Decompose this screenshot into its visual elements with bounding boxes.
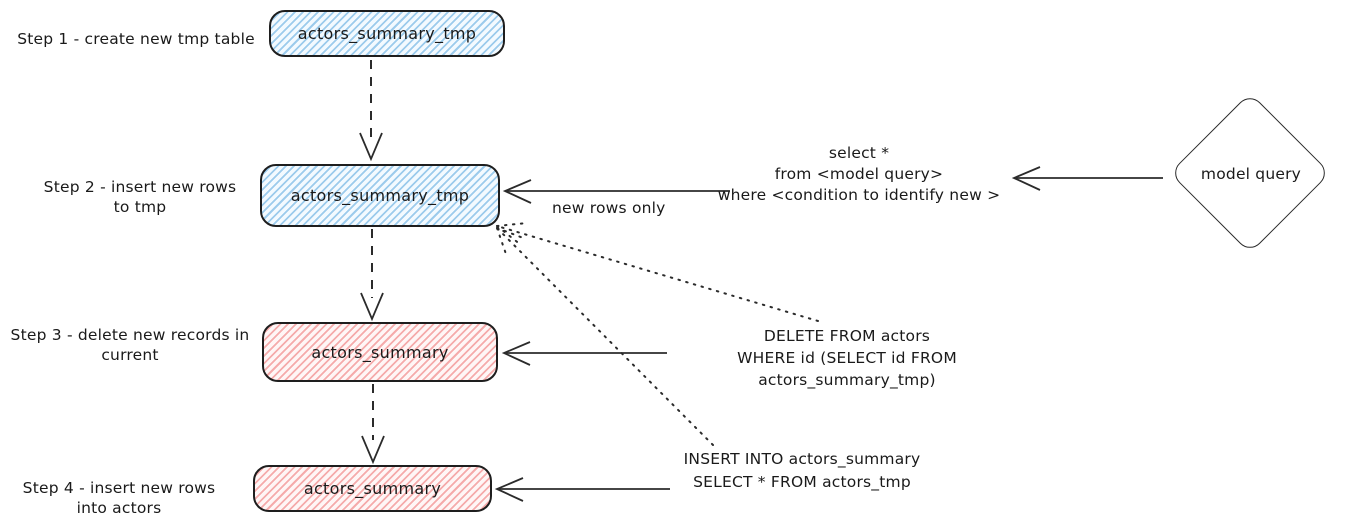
dotted-arrowhead-insert-a: [496, 227, 508, 258]
model-query-diamond-label: model query: [1200, 165, 1302, 183]
node-actors-summary-step4: actors_summary: [253, 465, 492, 512]
insert-sql-text: INSERT INTO actors_summary SELECT * FROM…: [683, 450, 921, 491]
step3-label: Step 3 - delete new records in current: [10, 326, 250, 364]
arrowhead-newrows-to-tmp: [502, 179, 532, 204]
node-label: actors_summary_tmp: [297, 24, 477, 43]
arrowhead-step2-step3: [360, 292, 384, 322]
node-actors-summary-tmp-step2: actors_summary_tmp: [260, 164, 500, 227]
arrowhead-insert-to-summary: [494, 477, 524, 502]
node-actors-summary-step3: actors_summary: [262, 322, 498, 382]
delete-sql-text: DELETE FROM actors WHERE id (SELECT id F…: [737, 327, 957, 389]
dotted-arrowhead-delete-a: [496, 225, 522, 246]
new-rows-only-label: new rows only: [552, 199, 666, 217]
dotted-arrowhead-insert-b: [496, 227, 527, 240]
step2-label: Step 2 - insert new rows to tmp: [43, 178, 237, 216]
node-actors-summary-tmp-step1: actors_summary_tmp: [269, 10, 505, 57]
arrowhead-step3-step4: [361, 435, 385, 465]
dotted-arrowhead-delete-b: [496, 222, 528, 227]
step1-label: Step 1 - create new tmp table: [17, 30, 255, 48]
node-label: actors_summary: [311, 342, 449, 362]
node-label: actors_summary: [303, 479, 442, 498]
model-query-sql-text: select * from <model query> where <condi…: [717, 144, 1001, 204]
node-label: actors_summary_tmp: [290, 186, 470, 205]
arrowhead-delete-to-summary: [501, 341, 531, 366]
arrowhead-step1-step2: [359, 132, 383, 162]
step4-label: Step 4 - insert new rows into actors: [22, 479, 216, 517]
dotted-edge-delete-to-tmp: [496, 225, 819, 322]
